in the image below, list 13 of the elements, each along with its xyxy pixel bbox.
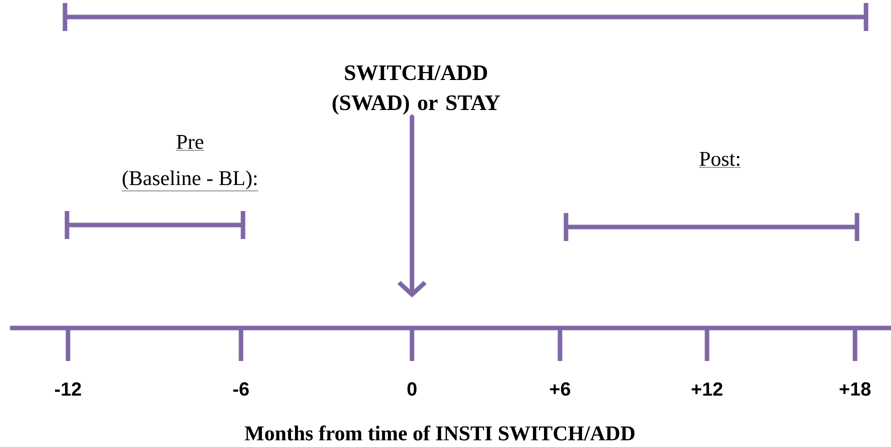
- timeline-axis: [10, 326, 891, 364]
- period-label: Pre: [176, 135, 204, 151]
- arrow: [397, 114, 427, 298]
- tick-label: +12: [692, 382, 722, 396]
- tick-label: +18: [840, 382, 871, 396]
- period-label: (Baseline - BL):: [122, 170, 258, 192]
- period-label: Post:: [698, 152, 742, 168]
- event-label: SWITCH/ADD (SWAD) or STAY: [332, 65, 500, 115]
- tick-label: 0: [407, 382, 416, 396]
- axis-title: Months from time of INSTI SWITCH/ADD: [244, 425, 634, 441]
- tick-label: -6: [233, 382, 249, 396]
- tick-label: +6: [550, 382, 570, 396]
- tick-label: -12: [55, 382, 81, 396]
